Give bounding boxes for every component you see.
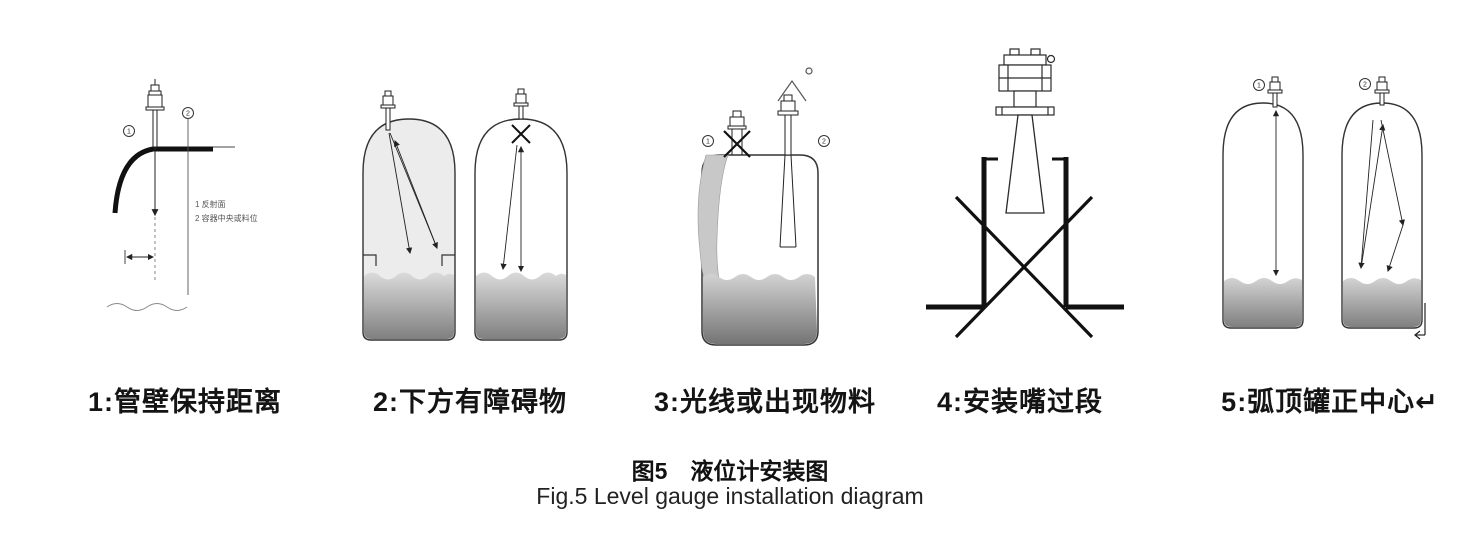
beam-arrows	[1358, 119, 1406, 272]
panel-2-label: 2:下方有障碍物	[372, 387, 567, 417]
panel-3-label: 3:光线或出现物料	[653, 387, 876, 417]
level-gauge-icon	[1374, 76, 1390, 106]
level-gauge-icon	[380, 90, 396, 131]
level-gauge-icon	[1267, 76, 1283, 108]
light-icon	[777, 67, 813, 102]
return-mark-icon	[1414, 303, 1426, 340]
svg-text:2: 2	[822, 139, 826, 146]
liquid	[1343, 278, 1421, 327]
marker-1: 1	[702, 135, 714, 147]
panel-3-figure: 1 2	[697, 67, 830, 346]
tank-right	[1341, 102, 1423, 329]
panel-1-label: 1:管壁保持距离	[87, 387, 282, 417]
svg-text:1: 1	[1257, 83, 1261, 90]
level-gauge-icon	[727, 110, 747, 155]
horn-antenna-icon	[1005, 114, 1045, 214]
panel-5-label: 5:弧顶罐正中心↵	[1221, 387, 1439, 417]
marker-1: 1	[1253, 79, 1265, 91]
level-gauge-icon	[145, 79, 165, 148]
note-line-2: 2 容器中央或料位	[195, 213, 258, 223]
dimension-arrow	[124, 250, 155, 264]
beam-arrows	[388, 132, 438, 255]
figure-caption-en: Fig.5 Level gauge installation diagram	[536, 483, 924, 509]
panel-1-figure: 1 反射面 2 容器中央或料位 1 2	[106, 79, 258, 311]
marker-2: 2	[1359, 78, 1371, 90]
panel-4-figure	[926, 48, 1124, 339]
liquid	[1224, 278, 1302, 327]
beam-arrows	[500, 144, 525, 273]
cross-mark-icon	[511, 124, 531, 144]
level-gauge-icon	[513, 88, 529, 120]
liquid	[364, 272, 454, 339]
figure-caption-zh: 图5 液位计安装图	[631, 458, 829, 484]
panel-2-figure	[362, 88, 568, 341]
svg-text:2: 2	[1363, 82, 1367, 89]
tank-wall	[112, 146, 213, 214]
cross-mark-icon	[954, 195, 1094, 339]
nozzle	[981, 157, 1069, 307]
marker-2: 2	[818, 135, 830, 147]
note-line-1: 1 反射面	[195, 199, 226, 209]
liquid	[703, 274, 817, 344]
svg-text:1: 1	[127, 129, 131, 136]
svg-text:2: 2	[186, 111, 190, 118]
level-gauge-housing-icon	[995, 48, 1056, 116]
cross-mark-icon	[723, 130, 751, 158]
wave-line	[106, 303, 188, 311]
tank-left	[1222, 102, 1304, 329]
liquid	[476, 272, 566, 339]
marker-2: 2	[182, 107, 194, 119]
level-gauge-horn-icon	[777, 94, 799, 248]
panel-5-figure: 1 2	[1222, 76, 1426, 340]
marker-1: 1	[123, 125, 135, 137]
obstacle-shelves	[363, 254, 455, 266]
panel-4-label: 4:安装嘴过段	[936, 387, 1103, 417]
svg-text:1: 1	[706, 139, 710, 146]
